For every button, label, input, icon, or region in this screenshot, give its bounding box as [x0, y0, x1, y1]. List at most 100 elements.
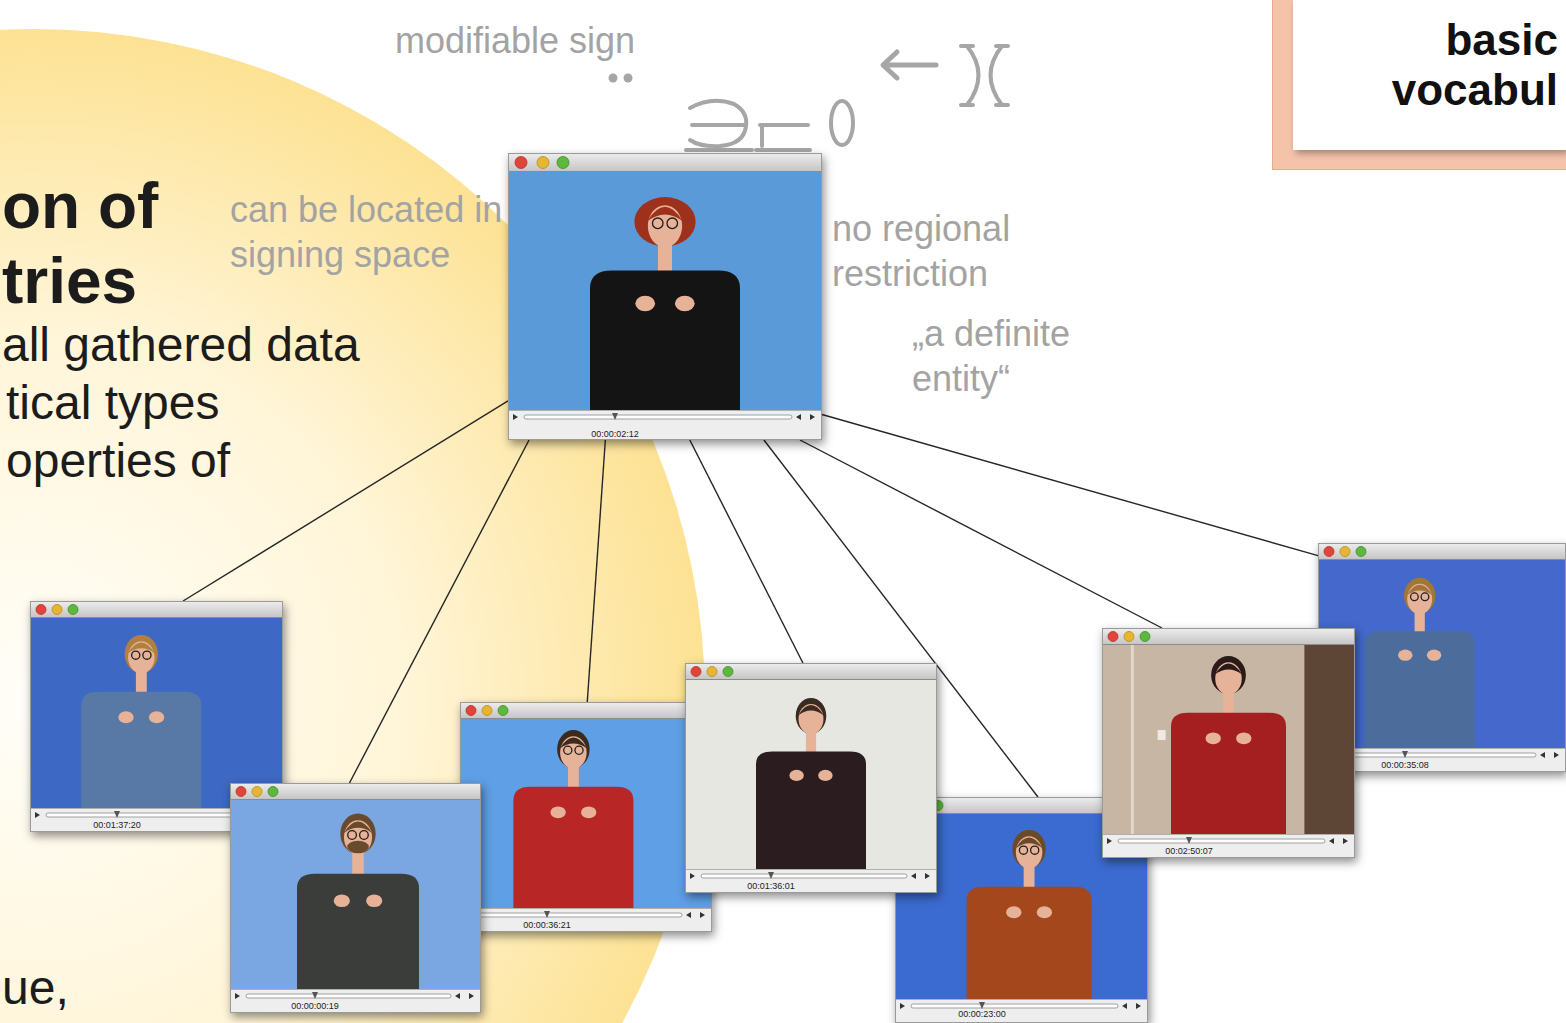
notation-dot [609, 74, 618, 83]
signer-figure [297, 814, 419, 989]
video-area [1318, 560, 1566, 748]
slider-knob [544, 911, 550, 918]
video-frame [1318, 543, 1566, 772]
slider-knob [612, 413, 618, 420]
slider-knob [979, 1002, 985, 1009]
topic-title: basic vocabul [1293, 0, 1566, 150]
hair-fringe [798, 705, 824, 715]
face [1407, 584, 1432, 614]
title-bar-edge [30, 617, 283, 618]
hair [557, 730, 590, 768]
location-symbol [831, 101, 853, 145]
connector-line [822, 414, 1318, 555]
glasses [652, 218, 663, 229]
window-button [707, 667, 717, 677]
connector-line [183, 401, 508, 601]
control-bar-edge [460, 908, 712, 909]
glasses [360, 831, 369, 840]
shirt [967, 887, 1092, 999]
movement-symbol [961, 46, 1008, 105]
control-bar [895, 999, 1148, 1023]
video-window: 00:01:36:01 [685, 663, 937, 893]
hand [1398, 650, 1412, 661]
hand [550, 806, 565, 818]
hand [366, 894, 382, 907]
glasses [564, 746, 572, 754]
video-area [895, 814, 1148, 999]
face [1016, 836, 1043, 868]
time-slider [524, 415, 792, 419]
hair-fringe [1215, 664, 1242, 675]
window-button [498, 706, 508, 716]
annotation: „a definite entity“ [912, 311, 1122, 401]
hair-fringe [1407, 585, 1433, 595]
window-button [917, 801, 927, 811]
window-button [537, 157, 549, 169]
control-bar-edge [1102, 834, 1355, 835]
window-button [52, 605, 62, 615]
annotation: can be located in signing space [230, 187, 506, 277]
step-buttons [686, 912, 705, 918]
control-bar-edge [895, 999, 1148, 1000]
topic-box: basic vocabul [1272, 0, 1566, 170]
connector-line [690, 440, 803, 663]
hand [581, 806, 596, 818]
window-button [36, 605, 46, 615]
slider-knob [768, 872, 774, 879]
hamnosys-notation [609, 46, 1009, 150]
label-slot: on of [2, 174, 158, 238]
signer-figure [1171, 656, 1286, 834]
hand [1006, 906, 1021, 918]
arrow-symbol [883, 52, 936, 78]
heading-fragment: on of [2, 174, 158, 238]
window-button [252, 787, 262, 797]
hair [340, 814, 375, 854]
time-slider [1118, 839, 1325, 843]
video-area [460, 719, 712, 908]
play-button [465, 912, 470, 918]
window-outline [231, 784, 481, 1013]
title-bar-edge [508, 171, 822, 172]
video-frame [508, 153, 822, 440]
title-bar-edge [460, 718, 712, 719]
glasses [1019, 846, 1027, 854]
face [799, 704, 824, 734]
shirt [1171, 713, 1286, 834]
title-bar [460, 702, 712, 719]
video-frame [460, 702, 712, 932]
control-bar [685, 869, 937, 893]
video-area [1102, 645, 1355, 834]
label-slot: tries [2, 249, 137, 313]
label-slot: can be located in signing space [230, 187, 506, 277]
label-slot: all gathered data [2, 321, 360, 369]
door-frame [1131, 645, 1134, 834]
video-area [230, 800, 481, 989]
hair [1404, 578, 1435, 614]
face [128, 641, 155, 673]
video-window: 00:00:00:19 [230, 783, 481, 1013]
signer-figure [1365, 578, 1475, 748]
orientation-symbol [756, 125, 810, 150]
time-slider [1334, 753, 1536, 757]
video-frame [230, 783, 481, 1013]
window-button [1140, 632, 1150, 642]
step-buttons [455, 993, 474, 999]
heading-fragment: tries [2, 249, 137, 313]
timecode: 00:00:36:21 [523, 920, 571, 930]
control-bar [508, 410, 822, 440]
hair [125, 635, 158, 673]
video-area [30, 618, 283, 808]
signer-figure [81, 635, 201, 808]
time-slider [46, 813, 253, 817]
time-slider [911, 1004, 1118, 1008]
bullet-fragment: all gathered data [2, 321, 360, 369]
signer-figure [590, 197, 740, 410]
window-button [723, 667, 733, 677]
hand [635, 296, 655, 311]
beard [347, 841, 369, 854]
timecode: 00:00:35:08 [1381, 760, 1429, 770]
step-buttons [796, 414, 815, 420]
video-window: 00:00:36:21 [460, 702, 712, 932]
shirt [297, 874, 419, 989]
window-button [236, 787, 246, 797]
